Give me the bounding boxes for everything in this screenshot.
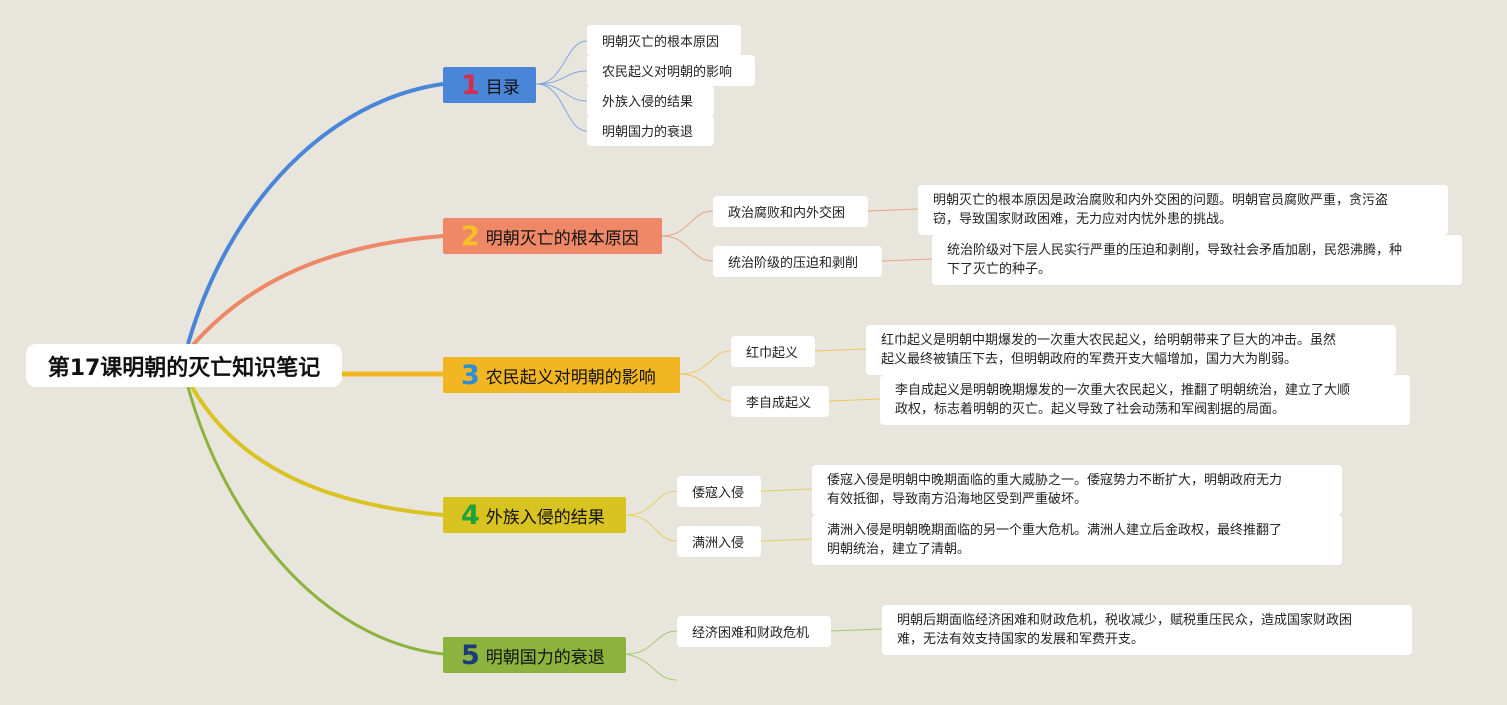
branch-5-child-1-label: 经济困难和财政危机 <box>692 626 810 641</box>
detail-line: 李自成起义是明朝晚期爆发的一次重大农民起义，推翻了明朝统治，建立了大顺 <box>895 383 1351 398</box>
branch-5-label: 明朝国力的衰退 <box>485 647 605 668</box>
branch-2-child-2[interactable]: 统治阶级的压迫和剥削 <box>713 246 882 277</box>
branch-2-child-2-label: 统治阶级的压迫和剥削 <box>728 256 859 271</box>
detail-line: 红巾起义是明朝中期爆发的一次重大农民起义，给明朝带来了巨大的冲击。虽然 <box>881 333 1337 348</box>
detail-line: 难，无法有效支持国家的发展和军费开支。 <box>897 632 1145 647</box>
connectors-branch1 <box>535 40 588 132</box>
detail-line: 明朝后期面临经济困难和财政危机，税收减少，赋税重压民众，造成国家财政困 <box>897 613 1353 628</box>
connectors-branch3 <box>679 348 881 402</box>
branch-2-child-1-label: 政治腐败和内外交困 <box>728 206 846 221</box>
branch-1-child-3[interactable]: 外族入侵的结果 <box>587 85 714 116</box>
branch-5-topic[interactable]: 5 明朝国力的衰退 <box>443 637 626 673</box>
branch-3-child-1-detail: 红巾起义是明朝中期爆发的一次重大农民起义，给明朝带来了巨大的冲击。虽然 起义最终… <box>866 325 1396 375</box>
branch-4-number: 4 <box>461 499 480 531</box>
connectors-branch4 <box>625 488 813 542</box>
branch-2-child-1-detail: 明朝灭亡的根本原因是政治腐败和内外交困的问题。明朝官员腐败严重，贪污盗 窃，导致… <box>918 185 1448 235</box>
branch-3-child-2-label: 李自成起义 <box>746 396 812 411</box>
detail-line: 起义最终被镇压下去，但明朝政府的军费开支大幅增加，国力大为削弱。 <box>881 352 1298 367</box>
branch-3-child-1-label: 红巾起义 <box>746 346 799 361</box>
connectors-branch2 <box>661 208 933 262</box>
branch-1-child-1-label: 明朝灭亡的根本原因 <box>602 35 720 50</box>
connector-root-branch5 <box>186 386 444 656</box>
branch-2-topic[interactable]: 2 明朝灭亡的根本原因 <box>443 218 662 254</box>
connector-root-branch2 <box>190 234 444 348</box>
root-topic[interactable]: 第17课明朝的灭亡知识笔记 <box>26 344 342 387</box>
branch-4-child-2-detail: 满洲入侵是明朝晚期面临的另一个重大危机。满洲人建立后金政权，最终推翻了 明朝统治… <box>812 515 1342 565</box>
branch-3-number: 3 <box>461 359 480 391</box>
branch-1-child-4[interactable]: 明朝国力的衰退 <box>587 115 714 146</box>
connector-root-branch4 <box>190 385 444 517</box>
branch-4-child-1-label: 倭寇入侵 <box>692 486 745 501</box>
branch-4-child-2[interactable]: 满洲入侵 <box>677 526 761 557</box>
branch-5-child-1[interactable]: 经济困难和财政危机 <box>677 616 831 647</box>
branch-2-child-1[interactable]: 政治腐败和内外交困 <box>713 196 868 227</box>
detail-line: 政权，标志着明朝的灭亡。起义导致了社会动荡和军阀割据的局面。 <box>895 402 1286 417</box>
branch-1-topic[interactable]: 1 目录 <box>443 67 536 103</box>
detail-line: 有效抵御，导致南方沿海地区受到严重破坏。 <box>827 492 1088 507</box>
branch-1-child-1[interactable]: 明朝灭亡的根本原因 <box>587 25 741 56</box>
detail-line: 下了灭亡的种子。 <box>947 262 1052 277</box>
branch-1-child-3-label: 外族入侵的结果 <box>602 95 694 110</box>
branch-4-label: 外族入侵的结果 <box>485 507 605 528</box>
detail-line: 明朝灭亡的根本原因是政治腐败和内外交困的问题。明朝官员腐败严重，贪污盗 <box>933 193 1389 208</box>
branch-1-number: 1 <box>461 69 480 101</box>
detail-line: 窃，导致国家财政困难，无力应对内忧外患的挑战。 <box>933 212 1233 227</box>
branch-5-number: 5 <box>461 639 480 671</box>
branch-3-child-1[interactable]: 红巾起义 <box>731 336 815 367</box>
branch-1-child-2-label: 农民起义对明朝的影响 <box>602 65 733 80</box>
branch-3-child-2-detail: 李自成起义是明朝晚期爆发的一次重大农民起义，推翻了明朝统治，建立了大顺 政权，标… <box>880 375 1410 425</box>
detail-line: 统治阶级对下层人民实行严重的压迫和剥削，导致社会矛盾加剧，民怨沸腾，种 <box>947 243 1403 258</box>
branch-3-child-2[interactable]: 李自成起义 <box>731 386 829 417</box>
branch-1-label: 目录 <box>485 77 520 98</box>
branch-4-child-1[interactable]: 倭寇入侵 <box>677 476 761 507</box>
branch-3-topic[interactable]: 3 农民起义对明朝的影响 <box>443 357 680 393</box>
branch-4-child-1-detail: 倭寇入侵是明朝中晚期面临的重大威胁之一。倭寇势力不断扩大，明朝政府无力 有效抵御… <box>812 465 1342 515</box>
detail-line: 满洲入侵是明朝晚期面临的另一个重大危机。满洲人建立后金政权，最终推翻了 <box>827 523 1283 538</box>
connectors-branch5 <box>625 628 883 681</box>
branch-3-label: 农民起义对明朝的影响 <box>485 367 656 388</box>
root-title: 第17课明朝的灭亡知识笔记 <box>47 355 321 381</box>
branch-5-child-1-detail: 明朝后期面临经济困难和财政危机，税收减少，赋税重压民众，造成国家财政困 难，无法… <box>882 605 1412 655</box>
branch-4-topic[interactable]: 4 外族入侵的结果 <box>443 497 626 533</box>
connector-root-branch1 <box>186 82 444 345</box>
detail-line: 倭寇入侵是明朝中晚期面临的重大威胁之一。倭寇势力不断扩大，明朝政府无力 <box>827 473 1283 488</box>
detail-line: 明朝统治，建立了清朝。 <box>827 542 971 557</box>
branch-2-child-2-detail: 统治阶级对下层人民实行严重的压迫和剥削，导致社会矛盾加剧，民怨沸腾，种 下了灭亡… <box>932 235 1462 285</box>
branch-4-child-2-label: 满洲入侵 <box>692 536 745 551</box>
branch-1-child-2[interactable]: 农民起义对明朝的影响 <box>587 55 755 86</box>
branch-1-child-4-label: 明朝国力的衰退 <box>602 125 694 140</box>
branch-2-number: 2 <box>461 220 480 252</box>
branch-2-label: 明朝灭亡的根本原因 <box>485 228 639 249</box>
